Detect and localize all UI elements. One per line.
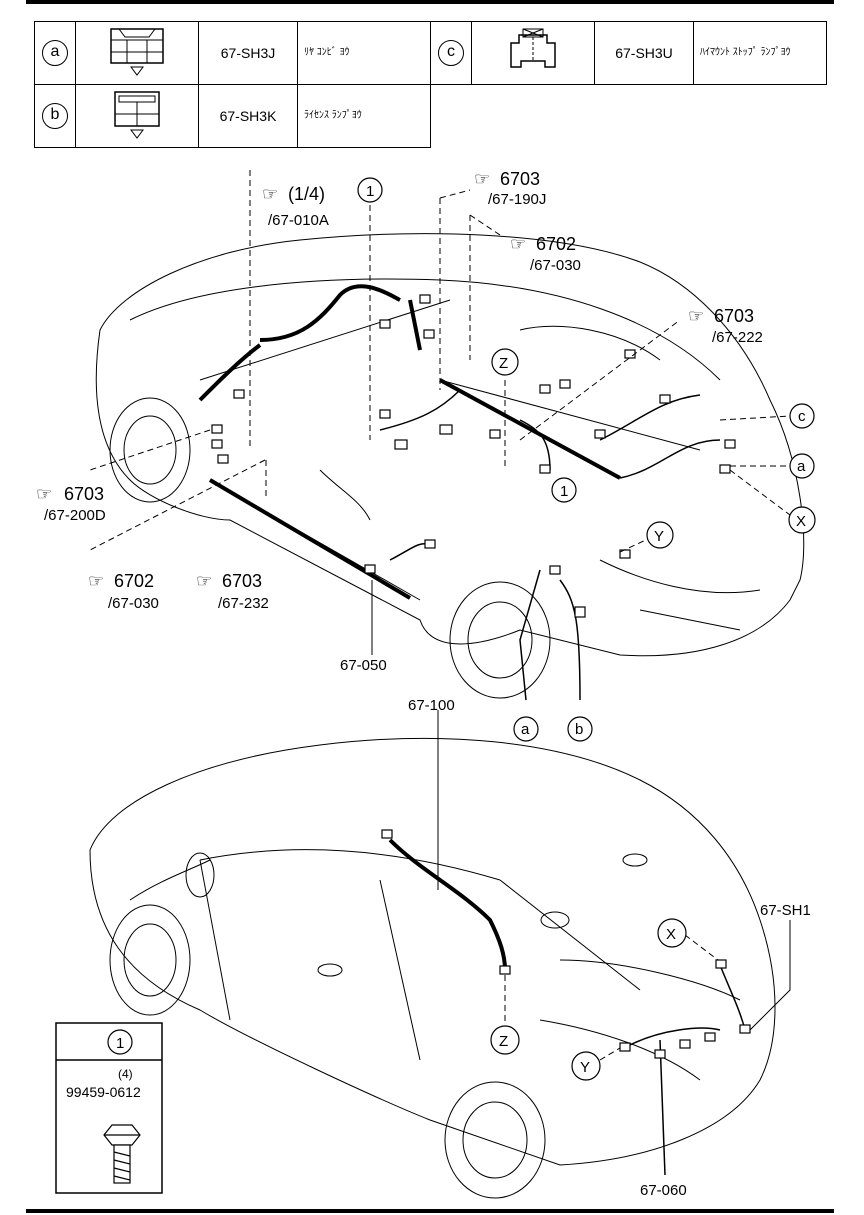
dashed-leaders bbox=[89, 170, 791, 553]
ref-7-number: 6703 bbox=[222, 571, 262, 591]
marker-z-top: Z bbox=[491, 348, 519, 376]
lower-dashed-leaders bbox=[504, 934, 719, 1061]
lamp-connector-a-icon bbox=[75, 21, 199, 85]
upper-car-outline bbox=[95, 233, 805, 699]
legend-id-a: a bbox=[42, 40, 68, 66]
svg-text:X: X bbox=[796, 513, 806, 530]
marker-a-right: a bbox=[789, 453, 815, 479]
marker-y-lower: Y bbox=[571, 1051, 601, 1081]
marker-y-top: Y bbox=[646, 521, 674, 549]
marker-a-bottom: a bbox=[513, 716, 539, 742]
bolt-box: 1 (4) 99459-0612 bbox=[55, 1022, 163, 1194]
legend-id-a-cell: a bbox=[34, 21, 76, 85]
legend-id-c-cell: c bbox=[430, 21, 472, 85]
ref-callout-3: ☞ 6702 /67-030 bbox=[510, 234, 581, 274]
ref-3-sub: /67-030 bbox=[530, 257, 581, 274]
marker-b-bottom: b bbox=[567, 716, 593, 742]
hand-pointer-icon: ☞ bbox=[36, 484, 52, 504]
bolt-part-no: 99459-0612 bbox=[66, 1084, 141, 1100]
svg-text:b: b bbox=[575, 721, 583, 738]
svg-text:1: 1 bbox=[366, 183, 374, 200]
ref-5-sub: /67-200D bbox=[44, 507, 106, 524]
bottom-border bbox=[26, 1209, 834, 1213]
hand-pointer-icon: ☞ bbox=[196, 571, 212, 591]
ref-4-number: 6703 bbox=[714, 306, 754, 326]
ref-2-sub: /67-190J bbox=[488, 191, 546, 208]
lower-leaders bbox=[437, 710, 791, 1031]
ref-5-number: 6703 bbox=[64, 484, 104, 504]
upper-harness-thin bbox=[379, 389, 721, 701]
ref-callout-6: ☞ 6702 /67-030 bbox=[88, 571, 159, 612]
marker-c: c bbox=[789, 403, 815, 429]
ref-callout-1: ☞ (1/4) /67-010A bbox=[262, 184, 329, 229]
legend-part-no-b: 67-SH3K bbox=[198, 84, 298, 148]
hand-pointer-icon: ☞ bbox=[688, 306, 704, 326]
svg-text:Z: Z bbox=[499, 1033, 508, 1050]
part-label-67-060: 67-060 bbox=[640, 1182, 687, 1199]
ref-6-number: 6702 bbox=[114, 571, 154, 591]
part-label-67-sh1: 67-SH1 bbox=[760, 902, 811, 919]
svg-text:a: a bbox=[521, 721, 530, 738]
legend-part-no-a: 67-SH3J bbox=[198, 21, 298, 85]
circle-markers: 1 Z c a X 1 Y a b X Z Y bbox=[357, 177, 816, 1081]
bolt-qty: (4) bbox=[118, 1067, 133, 1081]
top-border bbox=[26, 0, 834, 4]
legend-name-b: ﾗｲｾﾝｽ ﾗﾝﾌﾟﾖｳ bbox=[297, 84, 431, 148]
lower-connector-blocks bbox=[381, 829, 751, 1059]
connector-blocks bbox=[211, 294, 736, 618]
hand-pointer-icon: ☞ bbox=[88, 571, 104, 591]
svg-text:1: 1 bbox=[560, 483, 568, 500]
ref-7-sub: /67-232 bbox=[218, 595, 269, 612]
marker-1-top: 1 bbox=[357, 177, 383, 203]
marker-x-top: X bbox=[788, 506, 816, 534]
ref-3-number: 6702 bbox=[536, 234, 576, 254]
svg-text:Y: Y bbox=[580, 1059, 590, 1076]
lamp-connector-c-icon bbox=[471, 21, 595, 85]
bolt-id: 1 bbox=[116, 1035, 124, 1052]
svg-text:Y: Y bbox=[654, 528, 664, 545]
marker-1-mid: 1 bbox=[551, 477, 577, 503]
legend-id-c: c bbox=[438, 40, 464, 66]
ref-2-number: 6703 bbox=[500, 169, 540, 189]
ref-callout-2: ☞ 6703 /67-190J bbox=[474, 169, 546, 208]
legend-id-b-cell: b bbox=[34, 84, 76, 148]
hand-pointer-icon: ☞ bbox=[510, 234, 526, 254]
ref-1-sub: /67-010A bbox=[268, 212, 329, 229]
ref-6-sub: /67-030 bbox=[108, 595, 159, 612]
part-label-67-050: 67-050 bbox=[340, 657, 387, 674]
part-label-67-100: 67-100 bbox=[408, 697, 455, 714]
upper-harness bbox=[198, 284, 621, 600]
ref-callout-4: ☞ 6703 /67-222 bbox=[688, 306, 763, 346]
connector-legend-table: a 67-SH3J ﾘﾔ ｺﾝﾋﾞ ﾖｳ c 67-SH3U ﾊｲﾏｳﾝﾄ ｽﾄ… bbox=[34, 21, 827, 148]
ref-callout-5: ☞ 6703 /67-200D bbox=[36, 484, 106, 524]
hand-pointer-icon: ☞ bbox=[262, 184, 278, 204]
bolt-icon bbox=[103, 1124, 141, 1184]
svg-text:Z: Z bbox=[499, 355, 508, 372]
ref-1-number: (1/4) bbox=[288, 184, 325, 204]
lower-harness-thin bbox=[629, 964, 746, 1176]
svg-text:c: c bbox=[798, 408, 806, 425]
ref-4-sub: /67-222 bbox=[712, 329, 763, 346]
hand-pointer-icon: ☞ bbox=[474, 169, 490, 189]
marker-z-lower: Z bbox=[490, 1025, 520, 1055]
lower-car-outline bbox=[89, 737, 776, 1199]
legend-id-b: b bbox=[42, 103, 68, 129]
svg-text:a: a bbox=[797, 458, 806, 475]
ref-callout-7: ☞ 6703 /67-232 bbox=[196, 571, 269, 612]
lower-harness bbox=[388, 838, 507, 971]
legend-name-c: ﾊｲﾏｳﾝﾄ ｽﾄｯﾌﾟ ﾗﾝﾌﾟﾖｳ bbox=[693, 21, 827, 85]
svg-text:X: X bbox=[666, 926, 676, 943]
legend-name-a: ﾘﾔ ｺﾝﾋﾞ ﾖｳ bbox=[297, 21, 431, 85]
marker-x-lower: X bbox=[657, 918, 687, 948]
lamp-connector-b-icon bbox=[75, 84, 199, 148]
